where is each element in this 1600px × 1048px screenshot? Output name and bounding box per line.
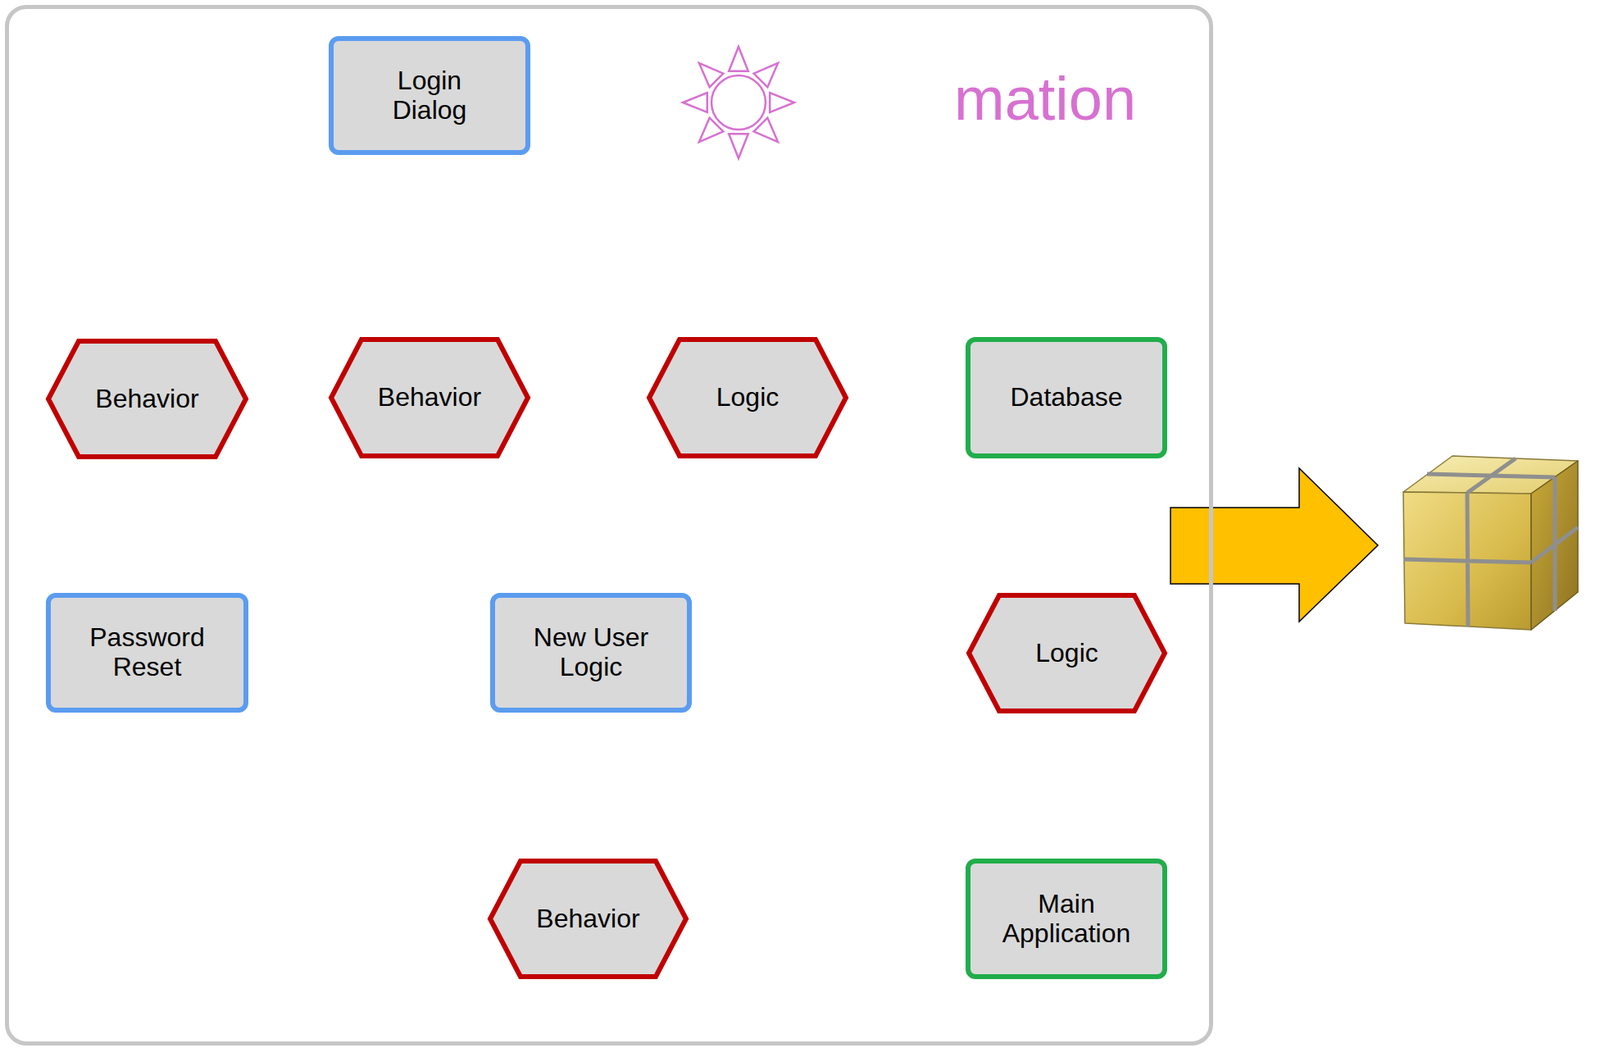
sun-ray (728, 133, 749, 159)
node-label: Database (1010, 382, 1123, 413)
process-box: Main Application (965, 858, 1168, 979)
node-label: Logic (716, 382, 780, 413)
rect-shape (492, 595, 690, 710)
node-label: Logic (1035, 638, 1099, 669)
hexagon-shape (48, 340, 246, 457)
node-label: Password Reset (77, 622, 218, 682)
process-box: Password Reset (45, 592, 249, 713)
sun-symbol (682, 46, 795, 159)
process-box: New User Logic (490, 592, 692, 713)
rect-shape (331, 38, 528, 153)
system-boundary: Login DialogBehaviorBehaviorLogicDatabas… (4, 4, 1214, 1046)
sun-ray (682, 92, 708, 113)
hexagon-component: Logic (646, 336, 849, 459)
rect-shape (968, 339, 1165, 456)
boundary-title: mation (954, 68, 1137, 130)
hexagon-component: Logic (966, 592, 1168, 714)
rect-shape (48, 595, 246, 710)
sun-ray (699, 118, 723, 142)
hexagon-shape (331, 339, 528, 456)
package-cube (1403, 455, 1578, 630)
process-box: Database (965, 336, 1168, 459)
node-label: Login Dialog (359, 66, 500, 126)
node-label: Behavior (536, 904, 640, 934)
node-label: New User Logic (521, 622, 661, 682)
process-box: Login Dialog (328, 36, 531, 155)
rect-shape (968, 860, 1165, 977)
sun-ray (699, 63, 723, 87)
sun-ray (769, 92, 795, 113)
hexagon-shape (968, 595, 1165, 711)
hexagon-component: Behavior (487, 858, 689, 979)
cube-grooves (1404, 458, 1578, 627)
node-label: Main Application (996, 889, 1137, 949)
cube-side (1531, 460, 1578, 630)
sun-rays (682, 46, 795, 159)
cube-front (1403, 491, 1532, 630)
output-arrow (1170, 468, 1378, 622)
cube-top (1403, 455, 1578, 494)
sun-core (711, 75, 766, 130)
hexagon-shape (490, 860, 687, 977)
sun-ray (754, 118, 778, 142)
node-label: Behavior (377, 382, 482, 413)
sun-ray (728, 46, 749, 72)
hexagon-shape (649, 339, 846, 456)
hexagon-component: Behavior (45, 338, 249, 460)
node-label: Behavior (95, 384, 199, 414)
block-arrow (1170, 468, 1378, 622)
sun-ray (754, 63, 778, 87)
hexagon-component: Behavior (328, 336, 531, 459)
